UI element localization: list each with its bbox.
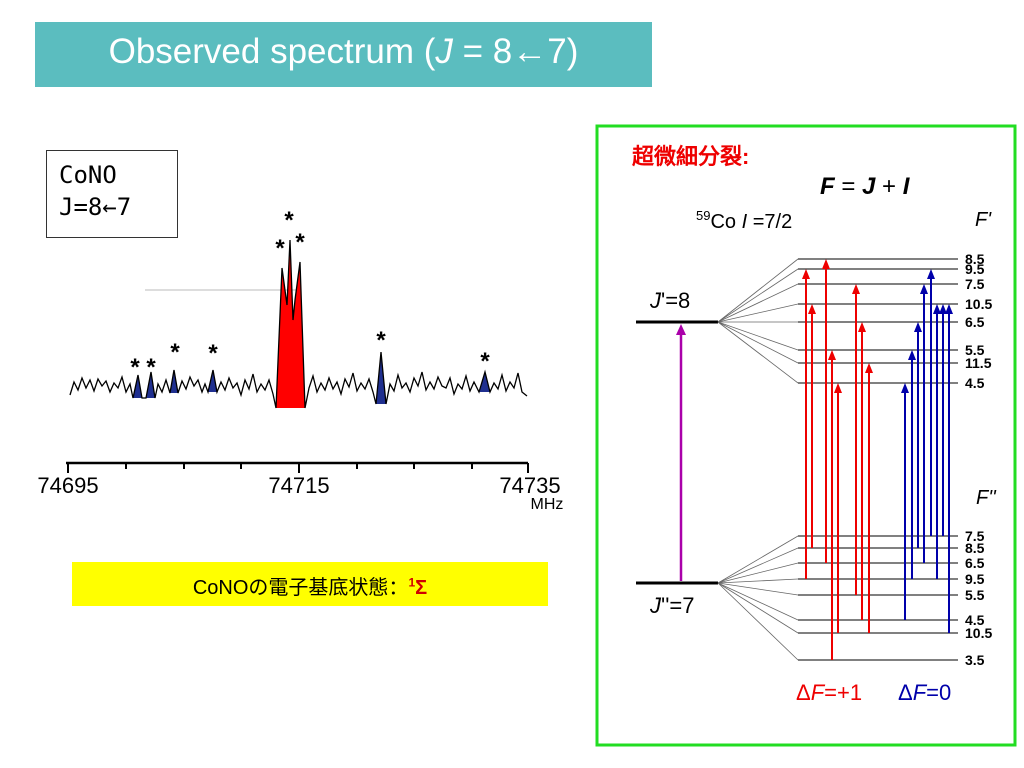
title-bar: Observed spectrum (J = 8←7) <box>35 22 652 87</box>
transition-arrows <box>802 259 953 660</box>
marker: * <box>130 354 140 381</box>
lower-fan-lines <box>717 535 799 661</box>
legend-delta-zero: ΔF=0 <box>898 680 951 705</box>
rotational-transition-arrow <box>676 324 686 581</box>
blue-peak <box>133 375 142 398</box>
arrow-head-plus <box>858 322 866 332</box>
ground-state-box: CoNOの電子基底状態：1Σ <box>72 562 548 606</box>
molecule-label-box: CoNO J=8←7 <box>46 150 178 238</box>
arrow-head-zero <box>939 304 947 314</box>
tick-label: 74735 <box>499 473 560 498</box>
transition-label: J=8←7 <box>59 193 132 221</box>
marker: * <box>284 207 294 234</box>
upper-f-label: 5.5 <box>965 342 985 358</box>
lower-f-label: 4.5 <box>965 612 985 628</box>
lower-f-label: 5.5 <box>965 587 985 603</box>
arrow-head-zero <box>908 350 916 360</box>
lower-j-label: J''=7 <box>649 593 695 618</box>
upper-fan-line <box>717 303 799 323</box>
lower-f-label: 8.5 <box>965 540 985 556</box>
lower-fan-line <box>717 535 799 584</box>
arrow-head-plus <box>822 259 830 269</box>
marker: * <box>208 340 218 367</box>
marker: * <box>376 327 386 354</box>
upper-fan-line <box>717 268 799 323</box>
marker: * <box>146 354 156 381</box>
arrow-head-zero <box>901 383 909 393</box>
lower-fan-line <box>717 582 799 661</box>
nucleus-spin: 59Co I =7/2 <box>696 208 792 233</box>
blue-peaks <box>133 352 490 404</box>
arrow-head-plus <box>865 363 873 373</box>
blue-peak <box>146 372 155 398</box>
upper-f-label: 7.5 <box>965 276 985 292</box>
lower-f-title: F'' <box>976 487 997 509</box>
upper-hyperfine-levels: 8.59.57.5 10.5 6.5 5.511.5 4.5 <box>798 251 992 391</box>
upper-f-label: 11.5 <box>965 355 992 371</box>
lower-f-label: 3.5 <box>965 652 985 668</box>
blue-peak <box>479 372 490 392</box>
lower-f-label: 7.5 <box>965 528 985 544</box>
upper-f-label: 6.5 <box>965 314 985 330</box>
arrow-head-plus <box>834 383 842 393</box>
upper-f-label: 4.5 <box>965 375 985 391</box>
lower-f-label: 9.5 <box>965 571 985 587</box>
legend-delta-plus: ΔF=+1 <box>796 680 862 705</box>
arrow-head-zero <box>927 269 935 279</box>
upper-fan-lines <box>717 258 799 384</box>
arrow-head-zero <box>933 304 941 314</box>
formula: F = J + I <box>820 173 911 200</box>
upper-f-label: 8.5 <box>965 251 985 267</box>
arrow-head-zero <box>945 304 953 314</box>
marker: * <box>480 348 490 375</box>
diagram-heading: 超微細分裂: <box>632 144 749 169</box>
slide-title: Observed spectrum (J = 8←7) <box>108 32 579 71</box>
diagram-border <box>595 124 1017 747</box>
upper-f-label: 10.5 <box>965 296 992 312</box>
arrow-head-zero <box>914 322 922 332</box>
marker: * <box>295 229 305 256</box>
tick-label: 74695 <box>37 473 98 498</box>
arrow-head-zero <box>920 284 928 294</box>
spectrum-trace <box>69 239 528 409</box>
upper-fan-line <box>717 258 799 323</box>
upper-j-label: J'=8 <box>649 288 690 313</box>
upper-fan-line <box>717 321 799 351</box>
upper-fan-line <box>717 283 799 323</box>
lower-f-label: 6.5 <box>965 555 985 571</box>
frequency-axis: 74695 74715 74735 MHz <box>37 461 564 513</box>
molecule-name: CoNO <box>59 161 117 189</box>
lower-fan-line <box>717 578 799 584</box>
ground-state-text: CoNOの電子基底状態：1Σ <box>192 575 428 599</box>
blue-peak <box>208 370 217 392</box>
tick-label: 74715 <box>268 473 329 498</box>
upper-f-title: F' <box>975 209 992 231</box>
marker: * <box>275 235 285 262</box>
arrow-head-plus <box>802 269 810 279</box>
lower-fan-line <box>717 547 799 584</box>
peak-markers: * * * * * * * * * <box>130 207 490 381</box>
lower-fan-line <box>717 582 799 634</box>
upper-f-label: 9.5 <box>965 261 985 277</box>
lower-fan-line <box>717 582 799 621</box>
spectrum-plot: * * * * * * * * * 74695 74715 74735 MHz <box>37 207 564 513</box>
upper-fan-line <box>717 321 799 364</box>
blue-peak <box>376 352 386 404</box>
lower-f-label: 10.5 <box>965 625 992 641</box>
arrow-head-plus <box>808 304 816 314</box>
arrow-head-plus <box>828 350 836 360</box>
lower-fan-line <box>717 562 799 584</box>
lower-fan-line <box>717 582 799 596</box>
blue-peak <box>170 370 178 393</box>
axis-ticks <box>67 463 529 473</box>
lower-hyperfine-levels: 7.58.56.59.55.5 4.510.5 3.5 <box>798 528 992 668</box>
marker: * <box>170 339 180 366</box>
arrow-head-plus <box>852 284 860 294</box>
upper-fan-line <box>717 321 799 384</box>
axis-unit: MHz <box>531 496 564 513</box>
